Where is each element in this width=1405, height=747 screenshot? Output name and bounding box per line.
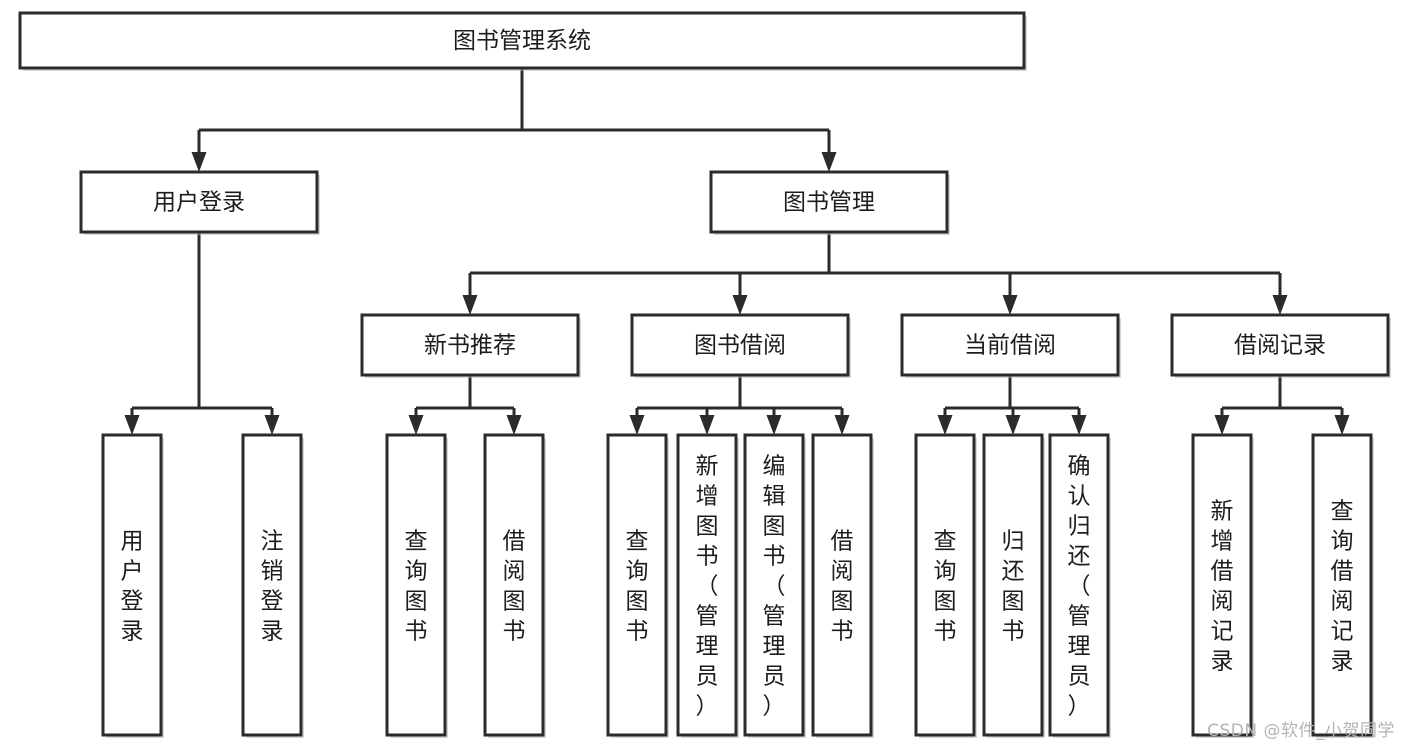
node-box xyxy=(743,433,805,737)
node-bk-add[interactable]: 新增图书（管理员） xyxy=(676,433,739,738)
arrow-head-icon xyxy=(191,152,207,172)
node-box xyxy=(360,313,580,377)
node-box xyxy=(676,433,738,737)
node-label: 借阅图书 xyxy=(831,528,854,644)
node-box xyxy=(241,433,303,737)
node-bk-edit[interactable]: 编辑图书（管理员） xyxy=(743,433,806,738)
node-box xyxy=(1048,433,1110,737)
node-nb-query[interactable]: 查询图书 xyxy=(385,433,448,738)
arrow-head-icon xyxy=(1005,415,1021,435)
arrow-head-icon xyxy=(462,295,478,315)
node-label: 用户登录 xyxy=(153,190,245,216)
arrow-head-icon xyxy=(821,152,837,172)
node-box xyxy=(385,433,447,737)
node-box xyxy=(982,433,1044,737)
node-box xyxy=(1311,433,1373,737)
node-rc-add[interactable]: 新增借阅记录 xyxy=(1191,433,1254,738)
node-box xyxy=(1191,433,1253,737)
node-bookmgmt[interactable]: 图书管理 xyxy=(709,170,950,235)
node-box xyxy=(900,313,1120,377)
arrow-head-icon xyxy=(506,415,522,435)
arrow-head-icon xyxy=(408,415,424,435)
node-bk-borrow[interactable]: 借阅图书 xyxy=(811,433,874,738)
node-box xyxy=(18,11,1026,70)
node-box xyxy=(1170,313,1390,377)
arrow-head-icon xyxy=(834,415,850,435)
node-box xyxy=(606,433,668,737)
arrow-head-icon xyxy=(1071,415,1087,435)
node-label: 注销登录 xyxy=(261,528,284,644)
arrow-head-icon xyxy=(124,415,140,435)
node-userlogin[interactable]: 用户登录 xyxy=(101,433,164,738)
node-root[interactable]: 图书管理系统 xyxy=(18,11,1027,71)
node-records[interactable]: 借阅记录 xyxy=(1170,313,1391,378)
arrow-head-icon xyxy=(732,295,748,315)
node-newbook[interactable]: 新书推荐 xyxy=(360,313,581,378)
node-box xyxy=(101,433,163,737)
node-borrow[interactable]: 图书借阅 xyxy=(630,313,851,378)
node-label: 借阅图书 xyxy=(503,528,526,644)
node-label: 图书借阅 xyxy=(694,333,786,359)
node-logout[interactable]: 注销登录 xyxy=(241,433,304,738)
node-label: 查询借阅记录 xyxy=(1331,498,1354,674)
node-label: 编辑图书（管理员） xyxy=(763,453,786,719)
node-label: 借阅记录 xyxy=(1234,333,1326,359)
node-box xyxy=(811,433,873,737)
arrow-head-icon xyxy=(1002,295,1018,315)
arrow-head-icon xyxy=(1334,415,1350,435)
node-label: 当前借阅 xyxy=(964,333,1056,359)
csdn-watermark: CSDN @软件_小贺同学 xyxy=(1207,721,1395,741)
node-nb-borrow[interactable]: 借阅图书 xyxy=(483,433,546,738)
node-label: 新增借阅记录 xyxy=(1211,498,1234,674)
node-label: 图书管理 xyxy=(783,190,875,216)
node-box xyxy=(483,433,545,737)
arrow-head-icon xyxy=(264,415,280,435)
node-cb-query[interactable]: 查询图书 xyxy=(914,433,977,738)
node-box xyxy=(709,170,949,234)
node-rc-query[interactable]: 查询借阅记录 xyxy=(1311,433,1374,738)
connector-layer xyxy=(124,68,1350,435)
node-label: 查询图书 xyxy=(405,528,428,644)
node-box xyxy=(630,313,850,377)
node-label: 图书管理系统 xyxy=(453,28,591,54)
node-label: 确认归还（管理员） xyxy=(1068,453,1091,719)
arrow-head-icon xyxy=(699,415,715,435)
node-label: 查询图书 xyxy=(626,528,649,644)
node-cb-confirm[interactable]: 确认归还（管理员） xyxy=(1048,433,1111,738)
node-label: 新书推荐 xyxy=(424,333,516,359)
node-login[interactable]: 用户登录 xyxy=(79,170,320,235)
node-box xyxy=(914,433,976,737)
node-bk-query[interactable]: 查询图书 xyxy=(606,433,669,738)
arrow-head-icon xyxy=(1272,295,1288,315)
arrow-head-icon xyxy=(1214,415,1230,435)
arrow-head-icon xyxy=(937,415,953,435)
node-label: 新增图书（管理员） xyxy=(696,453,719,719)
node-label: 查询图书 xyxy=(934,528,957,644)
node-box xyxy=(79,170,319,234)
node-current[interactable]: 当前借阅 xyxy=(900,313,1121,378)
arrow-head-icon xyxy=(629,415,645,435)
node-label: 用户登录 xyxy=(121,528,144,644)
node-label: 归还图书 xyxy=(1002,528,1025,644)
node-layer: 图书管理系统用户登录图书管理新书推荐图书借阅当前借阅借阅记录用户登录注销登录查询… xyxy=(18,11,1391,738)
arrow-head-icon xyxy=(766,415,782,435)
node-cb-return[interactable]: 归还图书 xyxy=(982,433,1045,738)
